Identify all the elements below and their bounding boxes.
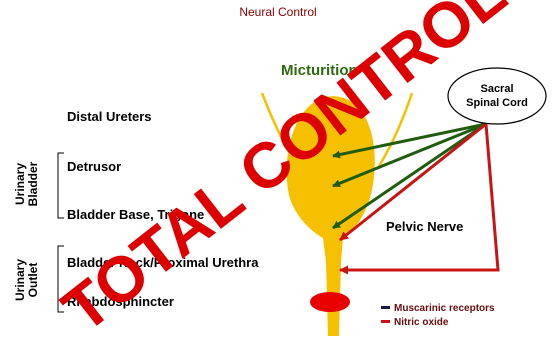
legend-muscarinic: Muscarinic receptors bbox=[381, 303, 495, 314]
bladder-base-label: Bladder Base, Trigone bbox=[67, 207, 204, 222]
distal-ureters-label: Distal Ureters bbox=[67, 109, 152, 124]
legend-swatch-muscarinic bbox=[381, 306, 390, 309]
legend-swatch-nitric-oxide bbox=[381, 320, 390, 323]
legend-nitric-oxide: Nitric oxide bbox=[381, 317, 448, 328]
bladder-neck-label: Bladder Neck/Proximal Urethra bbox=[67, 255, 258, 270]
detrusor-label: Detrusor bbox=[67, 159, 121, 174]
rhabdosphincter-label: Rhabdosphincter bbox=[67, 294, 174, 309]
diagram-title: Neural Control bbox=[0, 5, 556, 19]
outlet-bracket bbox=[58, 246, 64, 312]
pelvic-nerve-label: Pelvic Nerve bbox=[386, 219, 463, 234]
rhabdosphincter-ellipse bbox=[310, 292, 350, 312]
micturition-label: Micturition bbox=[281, 62, 358, 79]
bladder-bracket bbox=[58, 153, 64, 218]
